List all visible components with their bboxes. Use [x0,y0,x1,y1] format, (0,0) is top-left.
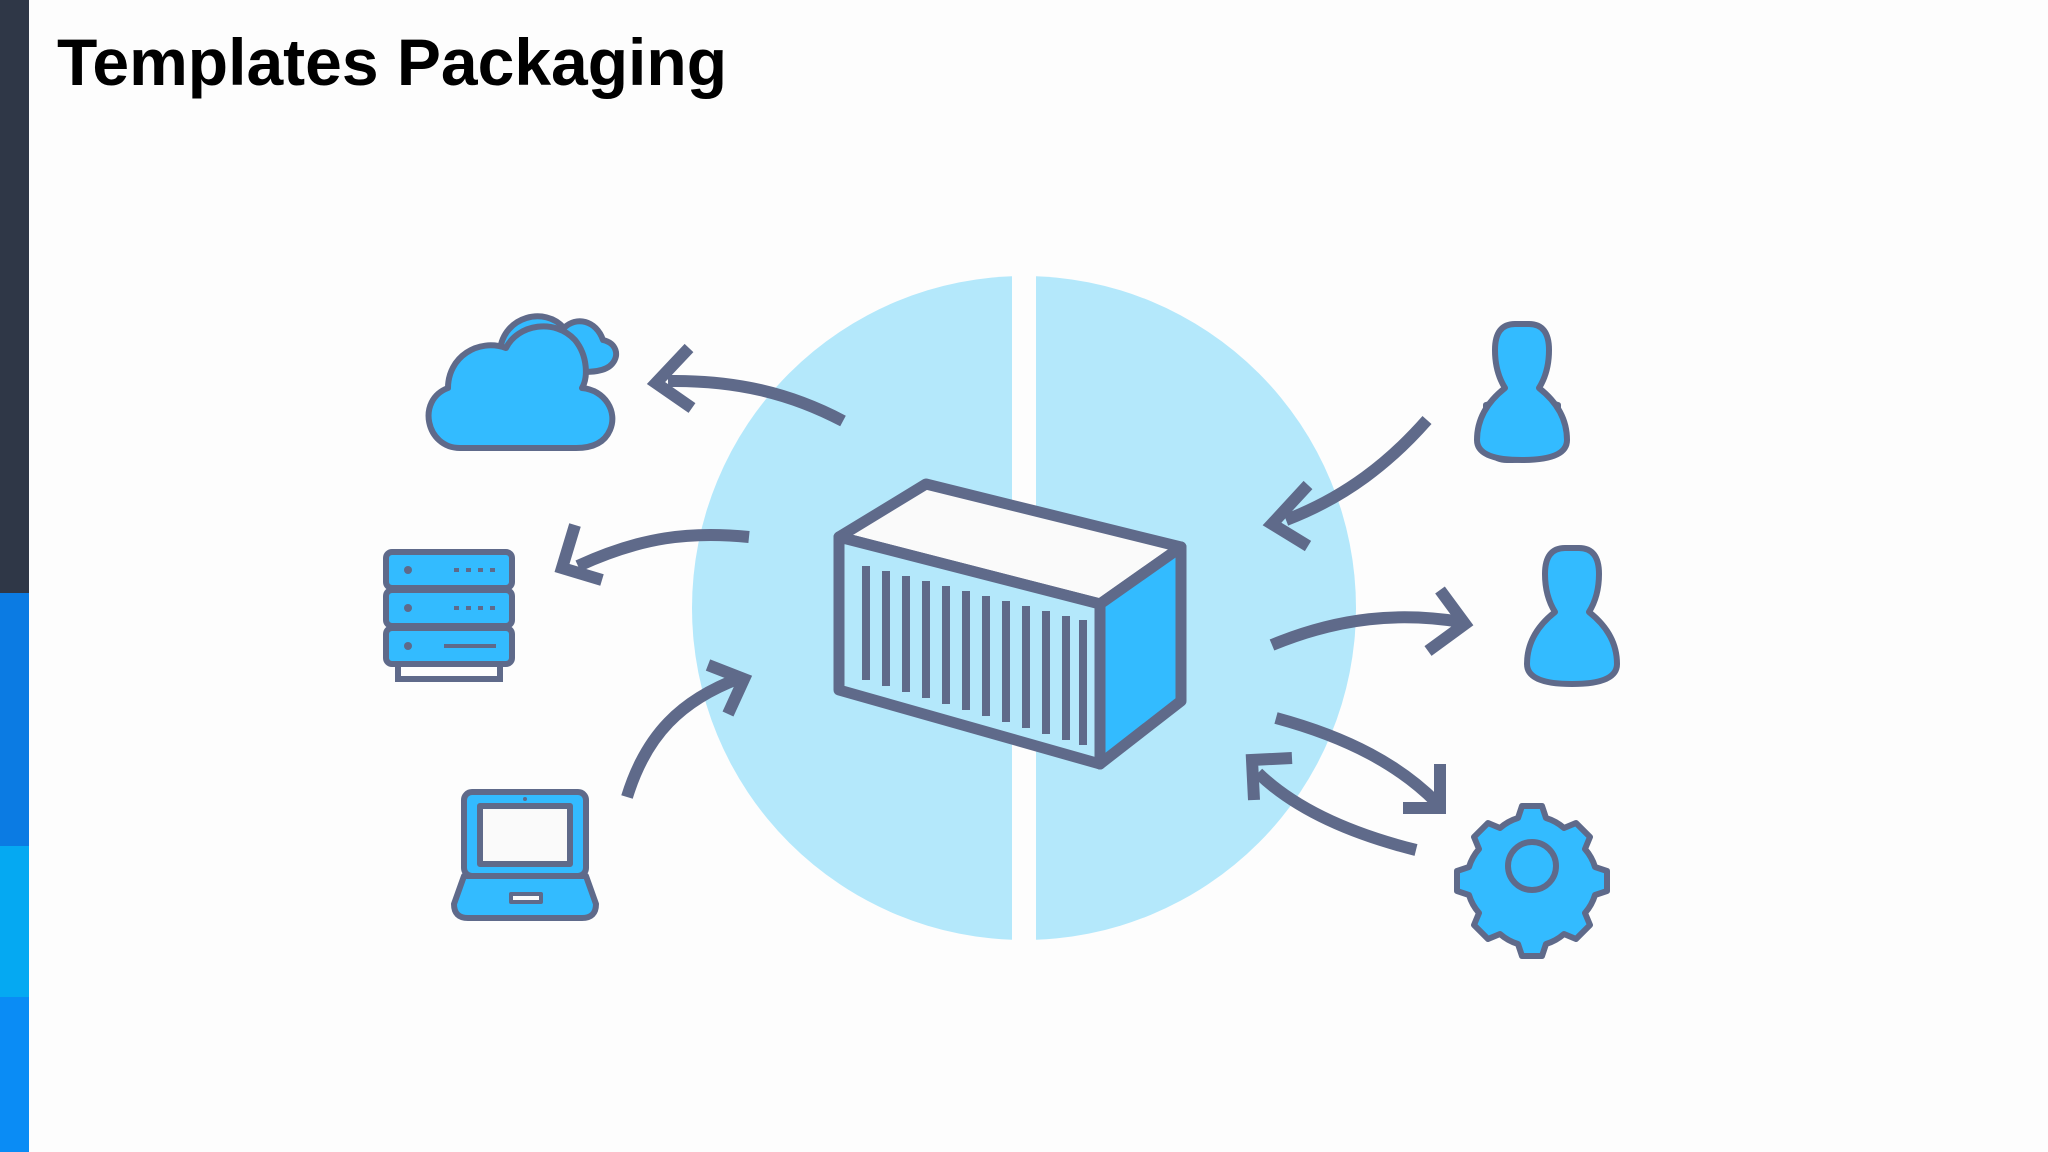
cloud-icon [425,313,620,451]
shipping-container-icon [833,478,1187,770]
arrow-from-gear [1245,752,1418,856]
arrow-to-gear [1274,712,1446,814]
strip-dark [0,0,29,593]
arrow-from-user-top [1262,416,1432,552]
strip-blue [0,593,29,846]
user-icon-top [1474,321,1570,463]
strip-bright [0,997,29,1152]
user-icon-middle [1524,545,1620,687]
strip-cyan [0,846,29,997]
arrow-to-user-middle [1269,586,1474,656]
gear-icon [1454,803,1610,959]
arrow-from-laptop [621,659,753,799]
arrow-to-cloud [646,343,846,427]
side-accent-strip [0,0,29,1152]
laptop-icon [451,789,599,921]
arrows [554,343,1474,856]
arrow-to-server [554,523,750,586]
server-icon [383,549,515,682]
slide-title: Templates Packaging [57,25,728,99]
